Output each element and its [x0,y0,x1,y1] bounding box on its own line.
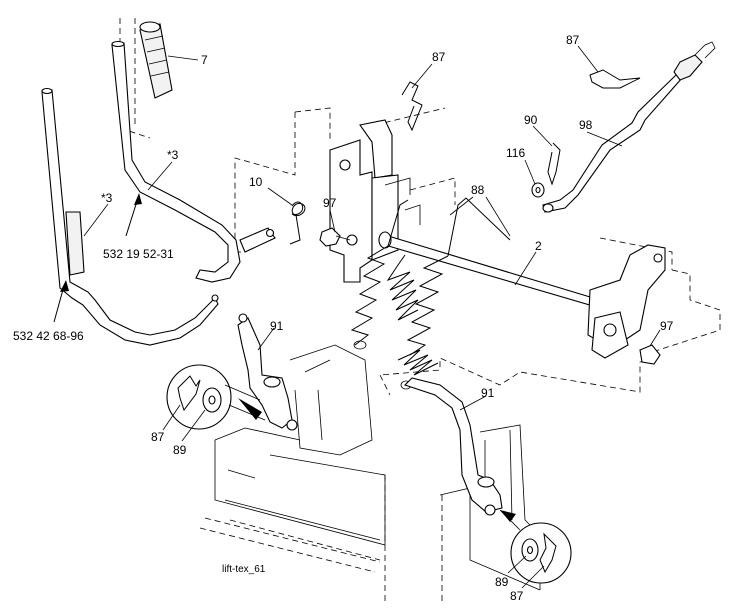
leader-lines [53,45,661,589]
part-labels: 7 *3 *3 532 42 68-96 532 19 52-31 10 97 … [13,33,674,603]
bolt-97-mid [319,227,351,247]
right-side-bracket [587,244,666,359]
label-116: 116 [506,146,525,160]
label-89-left: 89 [173,443,187,457]
label-87-right: 87 [566,33,580,47]
spring-10 [289,201,306,245]
left-frame-panel [214,344,386,546]
lift-springs [350,197,511,390]
label-91-right: 91 [481,386,495,400]
label-10: 10 [249,175,263,189]
label-87-bottom: 87 [510,589,524,603]
clip-90 [547,142,561,186]
handle-grip [139,21,173,99]
hairpin-clip-87-right [589,69,641,89]
bolt-97-right [639,344,661,365]
label-97-right: 97 [660,319,674,333]
lift-shaft [378,231,601,309]
label-part-number-mid: 532 19 52-31 [103,247,174,261]
label-3-mid: *3 [167,148,179,162]
label-97-mid: 97 [323,196,337,210]
lift-link-rod [542,41,716,213]
diagram-caption: lift-tex_61 [222,564,266,575]
label-3-left: *3 [101,191,113,205]
label-88: 88 [471,183,485,197]
washer-116 [531,182,545,198]
lift-arm-right [403,377,503,516]
label-98: 98 [579,118,593,132]
label-90: 90 [524,113,538,127]
detail-circle-left [166,364,266,430]
label-87-top: 87 [432,50,446,64]
label-87-left: 87 [151,430,165,444]
lift-arm-left [237,313,298,431]
label-91-left: 91 [270,319,284,333]
lift-lever-532-19-52-31 [111,40,276,283]
label-89-bottom: 89 [495,575,509,589]
hairpin-clip-87-top [401,81,423,132]
lift-lever-532-42-68-96 [41,87,219,346]
label-part-number-left: 532 42 68-96 [13,329,84,343]
label-7: 7 [201,53,208,67]
label-2: 2 [535,239,542,253]
detail-circle-right [499,509,572,584]
